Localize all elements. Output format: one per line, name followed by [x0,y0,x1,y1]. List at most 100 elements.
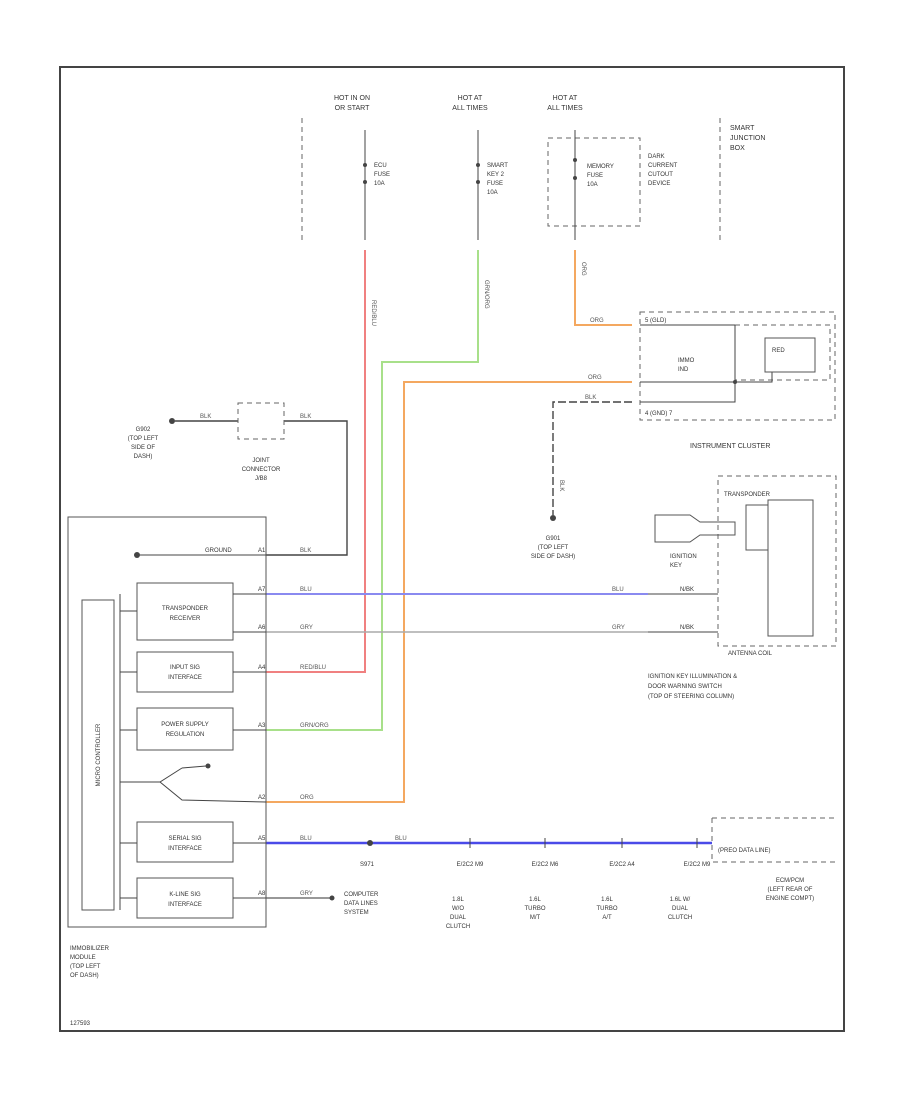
cluster-pin-top: 5 (GLD) [645,318,666,324]
fuse2-contact-top [476,163,480,167]
fuse2-label-c: FUSE [487,181,503,187]
wire-g901 [552,401,632,515]
wire-orange-label-c: ORG [590,318,604,324]
ground2-label-a: G901 [546,536,561,542]
wire-green-label-b: GRN/ORG [300,723,329,729]
smart-jb-label-c: BOX [730,145,745,152]
hot-label-2b: ALL TIMES [452,105,488,112]
variant2-c: M/T [530,915,541,921]
instrument-cluster-label: INSTRUMENT CLUSTER [690,443,770,450]
kline-sig-box [136,877,234,919]
cluster-indicator-box [764,337,816,373]
wire-joint-label: BLK [300,414,311,420]
transponder-label: TRANSPONDER [724,492,771,498]
dark-current-label-b: CURRENT [648,163,678,169]
ground2-label-c: SIDE OF DASH) [531,554,575,560]
ignition-key-shape [654,514,736,543]
variant2-b: TURBO [525,906,546,912]
splice-s971 [367,840,373,846]
wire-red-label: RED/BLU [370,300,376,326]
ground1-label-c: SIDE OF [131,445,155,451]
fuse3-label-b: FUSE [587,173,603,179]
fuse2-label-a: SMART [487,163,508,169]
fuse2-contact-bot [476,180,480,184]
diagram-code: 127593 [70,1021,91,1027]
dark-current-box [547,137,641,227]
variant3-a: 1.6L [601,897,613,903]
module-pin-3: A6 [258,625,266,631]
module-pin-6: A2 [258,795,266,801]
kline-sig-label-a: K-LINE SIG [169,892,201,898]
antenna-coil-body [767,499,814,637]
wire-red-label-b: RED/BLU [300,665,326,671]
wire-orange-label-b: ORG [588,375,602,381]
variant1-d: CLUTCH [446,924,470,930]
computer-data-label-a: COMPUTER [344,892,379,898]
wire-green [266,250,479,731]
variant4-a: 1.6L W/ [670,897,691,903]
wire-g901-label-b: BLK [558,480,564,491]
input-sig-label-b: INTERFACE [168,675,202,681]
hot-label-1b: OR START [335,105,370,112]
wire-serial-label-b: BLU [395,836,407,842]
fuse1-contact-top [363,163,367,167]
wire-kline-label: GRY [300,891,313,897]
module-caption-c: (TOP LEFT [70,964,101,970]
power-supply-label-b: REGULATION [166,732,205,738]
wire-g901-label: BLK [585,395,596,401]
module-pin-5: A3 [258,723,266,729]
kline-arrow [329,895,335,901]
module-ground-label: GROUND [205,548,232,554]
ignition-switch-box [717,475,837,647]
smart-jb-label-b: JUNCTION [730,135,765,142]
instrument-cluster-box [639,311,836,421]
micro-controller-bar [81,599,115,911]
wire-blue-label-a: BLU [300,587,312,593]
module-switch-lever [181,765,207,769]
power-supply-box [136,707,234,751]
conn-4: E/2C2 M9 [684,862,711,868]
module-caption-d: OF DASH) [70,973,99,979]
module-pin-1: A1 [258,548,266,554]
ground1-label-d: DASH) [134,454,153,460]
ecm-dashed-box [711,817,838,863]
computer-data-label-b: DATA LINES [344,901,378,907]
ignition-caption-c: (TOP OF STEERING COLUMN) [648,694,734,700]
wire-orange-label-a: ORG [580,262,586,276]
module-pin-2: A7 [258,587,266,593]
conn-1: E/2C2 M9 [457,862,484,868]
dark-current-label-c: CUTOUT [648,172,673,178]
wire-orange-label-d: ORG [300,795,314,801]
serial-sig-label-a: SERIAL SIG [168,836,201,842]
dark-current-label-a: DARK [648,154,665,160]
ground2-label-b: (TOP LEFT [538,545,569,551]
ecm-label-b: (LEFT REAR OF [768,887,813,893]
splice-s971-label: S971 [360,862,375,868]
conn-2: E/2C2 M6 [532,862,559,868]
cluster-internal-mid [640,372,773,383]
joint-connector [237,402,285,440]
immo-ind-label-a: IMMO [678,358,695,364]
module-caption-b: MODULE [70,955,96,961]
cluster-internal-bot [640,325,736,403]
ecm-label-a: ECM/PCM [776,878,804,884]
kline-sig-label-b: INTERFACE [168,902,202,908]
wire-orange [266,381,632,803]
hot-label-3b: ALL TIMES [547,105,583,112]
ignition-key-label-b: KEY [670,563,682,569]
hot-label-3a: HOT AT [553,95,578,102]
fuse3-label-a: MEMORY [587,164,614,170]
dark-current-label-d: DEVICE [648,181,670,187]
wire-joint-to-module [266,420,348,556]
serial-sig-box [136,821,234,863]
power-supply-label-a: POWER SUPPLY [161,722,209,728]
variant4-b: DUAL [672,906,689,912]
fuse2-label-b: KEY 2 [487,172,505,178]
wire-blue-label-b: BLU [612,587,624,593]
fuse2-label-d: 10A [487,190,498,196]
module-pin-8: A8 [258,891,266,897]
ecm-label-c: ENGINE COMPT) [766,896,814,902]
fuse3-contact-top [573,158,577,162]
ignition-key-label-a: IGNITION [670,554,697,560]
fuse3-contact-bot [573,176,577,180]
